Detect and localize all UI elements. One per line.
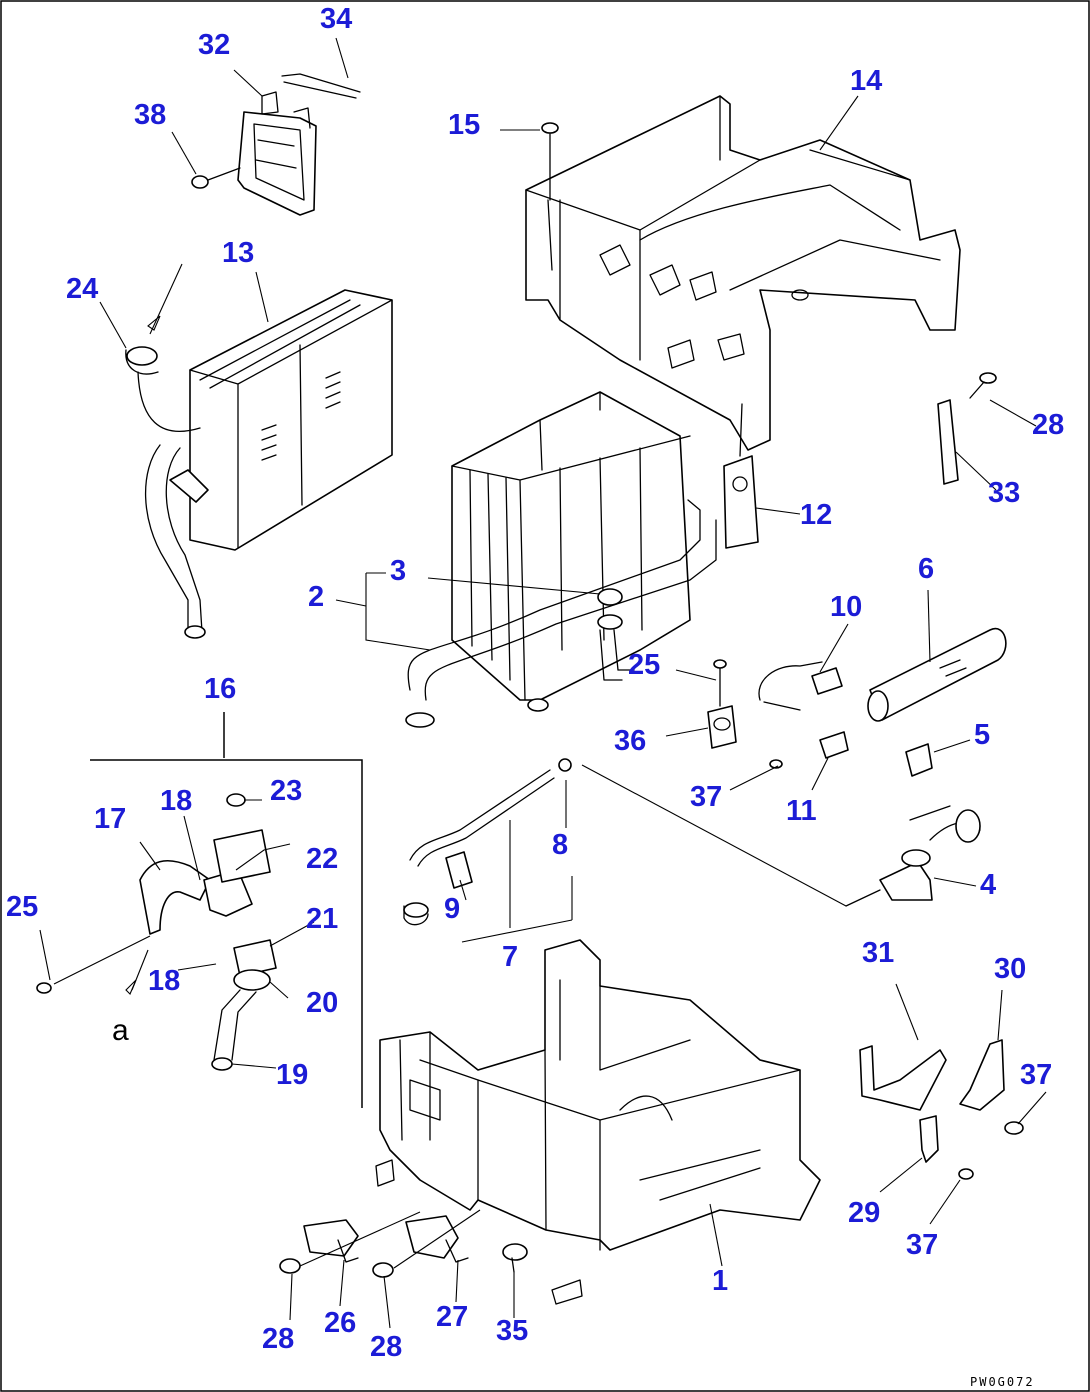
callout-28-upper-right: 28 [1032, 409, 1064, 441]
callout-28-lower-center: 28 [370, 1331, 402, 1363]
part-1-base-frame[interactable] [375, 939, 821, 1305]
part-4-expansion-valve[interactable] [845, 805, 981, 907]
callout-32: 32 [198, 29, 230, 61]
part-31-bracket[interactable] [859, 1045, 947, 1111]
part-19-pipe[interactable] [211, 989, 257, 1071]
callout-35: 35 [496, 1315, 528, 1347]
callout-7: 7 [502, 941, 518, 973]
callout-16: 16 [204, 673, 236, 705]
part-32-bracket[interactable] [237, 91, 317, 216]
part-5-clamp[interactable] [905, 743, 933, 777]
sub-assembly-16-bracket [90, 712, 363, 1108]
callout-6: 6 [918, 553, 934, 585]
part-34-rod[interactable] [281, 73, 361, 99]
part-21-clamp[interactable] [233, 939, 277, 977]
part-27-clamp[interactable] [405, 1215, 469, 1263]
callout-33: 33 [988, 477, 1020, 509]
part-38-bolt[interactable] [191, 167, 241, 189]
callout-2: 2 [308, 581, 324, 613]
part-25-screw-left[interactable] [36, 982, 52, 994]
callout-3: 3 [390, 555, 406, 587]
part-15-clip[interactable] [541, 122, 559, 271]
callout-31: 31 [862, 937, 894, 969]
callout-17: 17 [94, 803, 126, 835]
callout-22: 22 [306, 843, 338, 875]
part-20-band[interactable] [233, 969, 271, 991]
part-6-insulation-tube[interactable] [867, 627, 1007, 722]
callout-34: 34 [320, 3, 352, 35]
callout-8: 8 [552, 829, 568, 861]
part-33-plate[interactable] [937, 399, 959, 485]
callout-18-upper: 18 [160, 785, 192, 817]
part-23-screw[interactable] [226, 793, 246, 807]
part-12-bracket[interactable] [723, 403, 759, 549]
part-17-hose[interactable] [139, 859, 211, 935]
callout-23: 23 [270, 775, 302, 807]
leader-lines [39, 37, 1047, 1329]
part-22-plate[interactable] [213, 829, 271, 883]
callout-13: 13 [222, 237, 254, 269]
callout-5: 5 [974, 719, 990, 751]
part-10-thermistor[interactable] [758, 661, 843, 711]
part-25-screw-mid[interactable] [713, 659, 727, 707]
part-37-screw-right[interactable] [1004, 1121, 1024, 1135]
callout-19: 19 [276, 1059, 308, 1091]
callout-1: 1 [712, 1265, 728, 1297]
part-14-housing[interactable] [525, 95, 961, 451]
callout-30: 30 [994, 953, 1026, 985]
callout-9: 9 [444, 893, 460, 925]
callout-11: 11 [786, 795, 817, 827]
part-3-o-ring[interactable] [597, 588, 623, 606]
part-37-screw-mid[interactable] [769, 759, 783, 769]
callout-37-center: 37 [690, 781, 722, 813]
callout-10: 10 [830, 591, 862, 623]
part-11-clip[interactable] [819, 731, 849, 759]
callout-38: 38 [134, 99, 166, 131]
callout-26: 26 [324, 1307, 356, 1339]
part-28-screw-left[interactable] [279, 1258, 301, 1274]
drawing-code: PW0G072 [970, 1375, 1035, 1389]
part-37-screw-lower[interactable] [958, 1168, 974, 1180]
callout-12: 12 [800, 499, 832, 531]
part-35-grommet[interactable] [502, 1243, 528, 1273]
callout-18-lower: 18 [148, 965, 180, 997]
callout-28-lower-left: 28 [262, 1323, 294, 1355]
callout-25-left: 25 [6, 891, 38, 923]
part-2-evaporator[interactable] [405, 391, 717, 728]
view-reference-a: a [112, 1014, 129, 1047]
part-7-pipe[interactable] [403, 769, 555, 926]
part-8-o-ring[interactable] [558, 758, 572, 772]
callout-29: 29 [848, 1197, 880, 1229]
callout-21: 21 [306, 903, 338, 935]
part-28-screw-top[interactable] [969, 372, 997, 399]
part-9-fitting[interactable] [445, 851, 473, 889]
callout-20: 20 [306, 987, 338, 1019]
callout-25-center: 25 [628, 649, 660, 681]
callout-27: 27 [436, 1301, 468, 1333]
callout-14: 14 [850, 65, 882, 97]
callout-4: 4 [980, 869, 996, 901]
part-29-bracket[interactable] [919, 1115, 939, 1163]
part-36-bracket[interactable] [707, 705, 737, 749]
callout-24: 24 [66, 273, 98, 305]
part-30-bracket[interactable] [959, 1039, 1005, 1111]
callout-15: 15 [448, 109, 480, 141]
part-26-clamp[interactable] [303, 1219, 359, 1263]
callouts: 1 2 3 4 5 6 7 8 9 10 11 12 13 14 15 16 1… [6, 3, 1064, 1363]
callout-37-right: 37 [1020, 1059, 1052, 1091]
callout-36: 36 [614, 725, 646, 757]
part-13-heater-core[interactable] [125, 289, 393, 639]
callout-37-lower: 37 [906, 1229, 938, 1261]
part-28-screw-center[interactable] [372, 1262, 394, 1278]
